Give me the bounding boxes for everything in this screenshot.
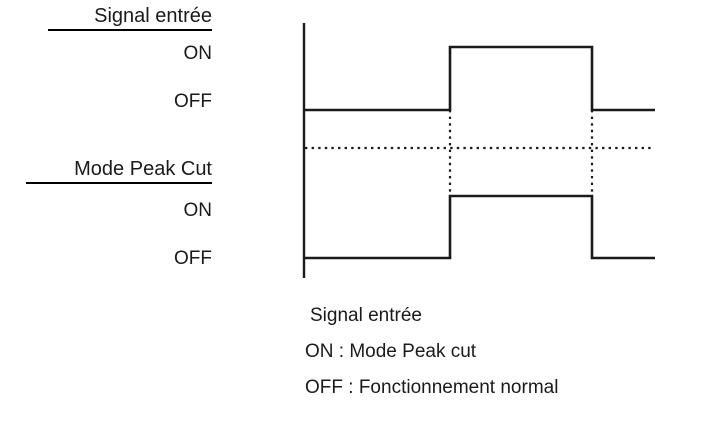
legend-line-off: OFF : Fonctionnement normal xyxy=(305,377,559,398)
mode-on-label: ON xyxy=(183,200,213,221)
mode-off-label: OFF xyxy=(174,248,212,269)
mode-peak-cut-title: Mode Peak Cut xyxy=(26,158,212,184)
signal-entree-waveform xyxy=(305,45,655,112)
signal-on-label: ON xyxy=(183,43,213,64)
legend-line-signal: Signal entrée xyxy=(310,305,422,326)
legend-line-on: ON : Mode Peak cut xyxy=(305,341,477,362)
mode-peak-cut-waveform xyxy=(305,194,655,260)
waveform-plot xyxy=(302,23,655,278)
legend: Signal entrée ON : Mode Peak cut OFF : F… xyxy=(303,306,693,398)
signal-entree-title: Signal entrée xyxy=(48,5,212,31)
signal-off-label: OFF xyxy=(174,91,212,112)
